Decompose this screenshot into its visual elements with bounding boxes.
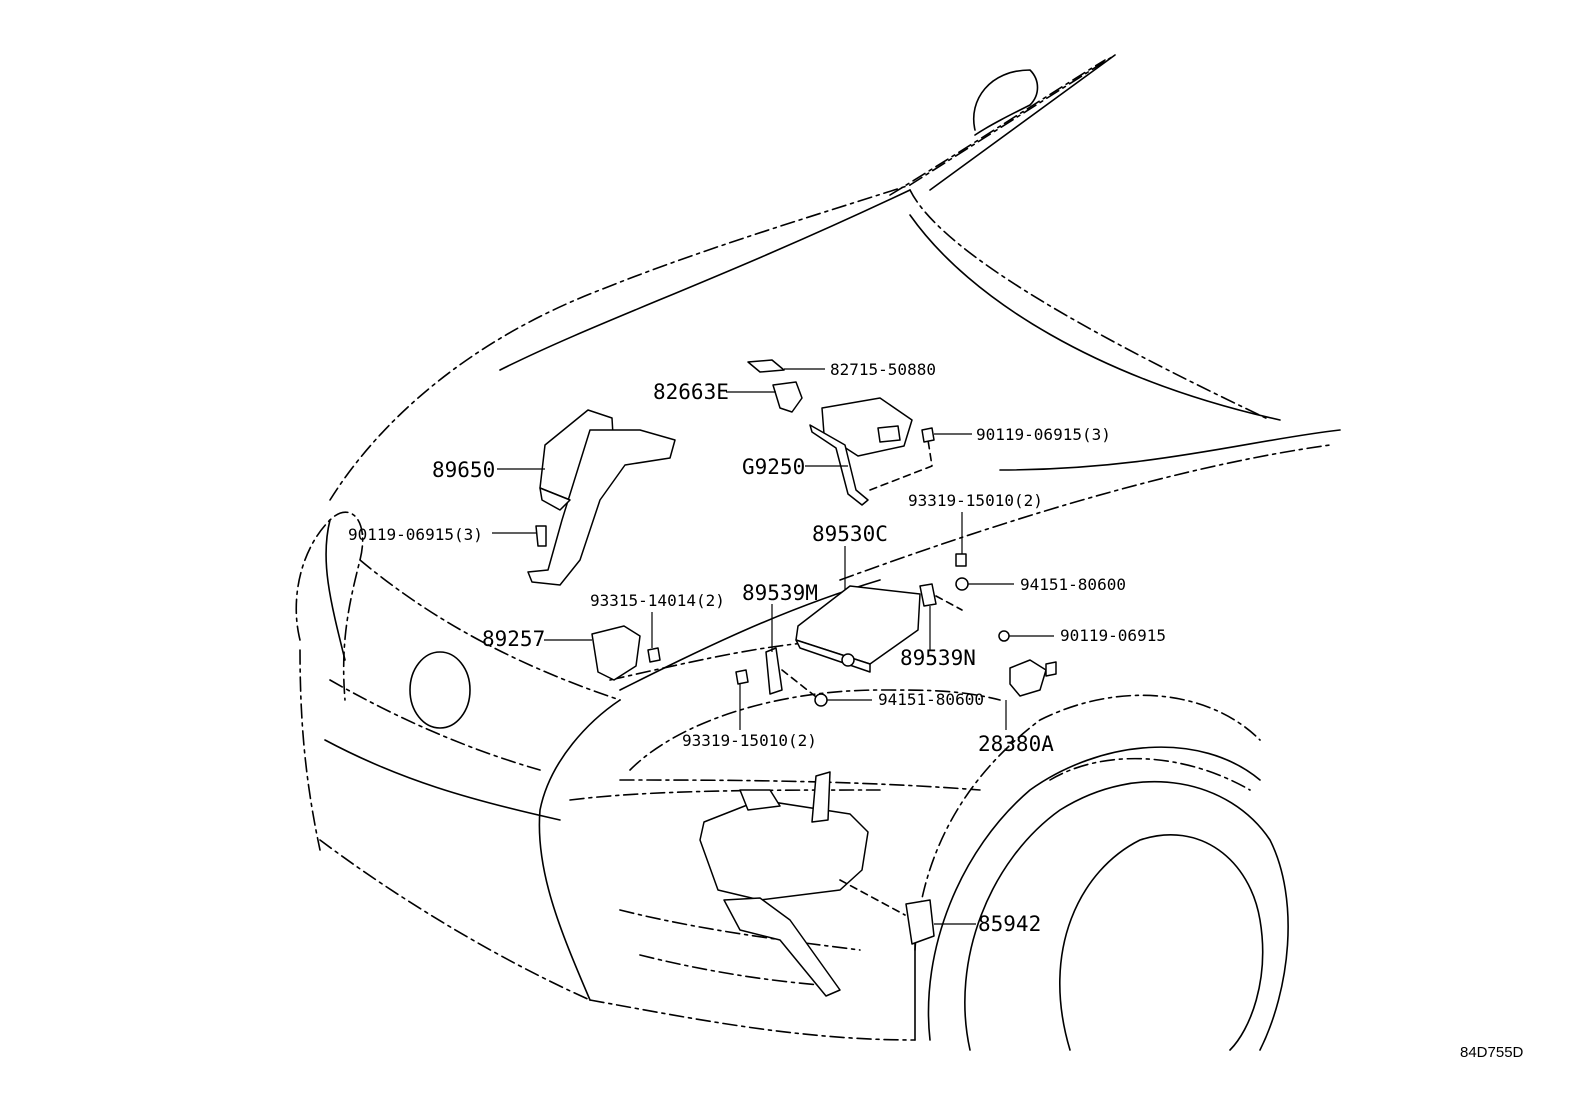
label-94151-80600-right: 94151-80600 [1020, 575, 1126, 594]
label-89257: 89257 [482, 627, 545, 651]
part-82663e-bracket [726, 381, 803, 413]
part-94151-nut-bottom [814, 693, 872, 707]
part-93319-bolt-top [955, 512, 967, 567]
label-90119-06915-3-right: 90119-06915(3) [976, 425, 1111, 444]
label-93319-15010-2-top: 93319-15010(2) [908, 491, 1043, 510]
part-90119-bolt-left [492, 525, 547, 547]
part-89530c-airbag-ecu [795, 546, 921, 673]
label-93315-14014-2: 93315-14014(2) [590, 591, 725, 610]
part-89539n-bracket [919, 583, 963, 650]
part-90119-bolt-single [998, 630, 1054, 642]
part-94151-nut-right [955, 577, 1014, 591]
part-93319-bolt-bottom [735, 669, 749, 730]
diagram-reference-code: 84D755D [1460, 1044, 1524, 1061]
part-labels: 82715-50880 82663E 90119-06915(3) 89650 … [348, 360, 1166, 936]
label-g9250: G9250 [742, 455, 805, 479]
label-94151-80600-bottom: 94151-80600 [878, 690, 984, 709]
label-90119-06915-3-left: 90119-06915(3) [348, 525, 483, 544]
vehicle-outline [295, 54, 1341, 1051]
label-85942: 85942 [978, 912, 1041, 936]
part-28380a-sensor [1005, 659, 1057, 730]
label-89539m: 89539M [742, 581, 818, 605]
part-89257-sensor [544, 625, 641, 681]
label-93319-15010-2-bottom: 93319-15010(2) [682, 731, 817, 750]
part-89650-ecu [497, 409, 676, 586]
washer-tank [699, 771, 906, 997]
part-89539m-bracket [765, 604, 821, 701]
label-89650: 89650 [432, 458, 495, 482]
part-g9250-module [805, 397, 933, 506]
part-82715-clip [747, 359, 825, 373]
part-90119-bolt-right [921, 427, 972, 443]
label-82715-50880: 82715-50880 [830, 360, 936, 379]
label-90119-06915: 90119-06915 [1060, 626, 1166, 645]
label-28380a: 28380A [978, 732, 1054, 756]
part-85942-connector [905, 899, 976, 945]
part-93315-screw [647, 612, 661, 663]
label-89530c: 89530C [812, 522, 888, 546]
label-82663e: 82663E [653, 380, 729, 404]
label-89539n: 89539N [900, 646, 976, 670]
